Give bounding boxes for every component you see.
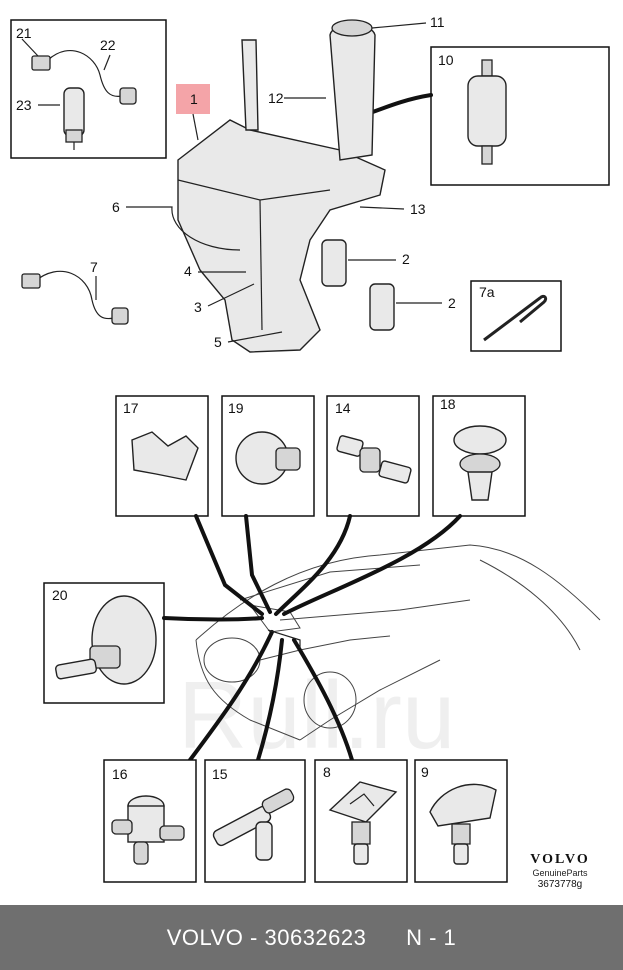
detail-box-10 xyxy=(430,46,610,186)
pump-motor-icon xyxy=(321,239,395,331)
callout-16: 16 xyxy=(112,766,128,782)
wire-harness-icon xyxy=(31,49,137,105)
callout-15: 15 xyxy=(212,766,228,782)
leader-8 xyxy=(371,22,427,29)
clip-icon xyxy=(131,431,199,481)
callout-11: 13 xyxy=(410,201,426,217)
leader-7 xyxy=(126,206,241,251)
callout-18: 18 xyxy=(440,396,456,412)
brand-logo: VOLVO xyxy=(530,852,590,867)
valve-tee-icon xyxy=(111,795,185,865)
connector-19 xyxy=(244,514,272,614)
connector-icon xyxy=(336,435,412,484)
leader-3 xyxy=(207,283,255,307)
callout-17: 17 xyxy=(123,400,139,416)
leader-1 xyxy=(192,113,199,141)
parts-diagram: Rull.ru 21 22 23 10 1 11 12 13 xyxy=(10,14,610,883)
footer-part-number: 30632623 xyxy=(264,924,367,950)
callout-7a: 7a xyxy=(479,284,495,300)
t-connector-icon xyxy=(212,788,295,861)
callout-7: 6 xyxy=(112,199,120,215)
callout-9: 12 xyxy=(268,90,284,106)
connector-20 xyxy=(162,616,264,622)
callout-21: 21 xyxy=(16,25,32,41)
footer-separator: - xyxy=(243,924,265,950)
callout-2b: 2 xyxy=(448,295,456,311)
car-outline-icon xyxy=(195,544,601,741)
callout-1-highlight xyxy=(176,84,210,114)
callout-2a: 2 xyxy=(402,251,410,267)
callout-14: 9 xyxy=(421,764,429,780)
callout-22: 22 xyxy=(100,37,116,53)
wire-harness-icon-5 xyxy=(21,270,129,325)
callout-3: 3 xyxy=(194,299,202,315)
callout-5: 7 xyxy=(90,259,98,275)
footer-gap xyxy=(366,925,406,951)
callout-12: 14 xyxy=(335,400,351,416)
detail-box-21-23 xyxy=(10,19,167,159)
brand-block: VOLVO GenuineParts 3673778g xyxy=(512,852,608,891)
washer-reservoir-icon xyxy=(177,19,386,353)
leader-6 xyxy=(227,331,283,343)
connector-12 xyxy=(274,514,352,616)
callout-19: 19 xyxy=(228,400,244,416)
callout-20: 20 xyxy=(52,587,68,603)
brand-subtitle-2: Parts xyxy=(566,868,588,878)
connector-15 xyxy=(256,638,284,762)
brand-subtitle: GenuineParts xyxy=(512,868,608,879)
grommet-icon xyxy=(235,431,301,485)
footer-brand: VOLVO xyxy=(166,924,244,950)
nozzle-icon xyxy=(328,781,398,865)
washer-pump-icon xyxy=(63,87,85,150)
jet-nozzle-icon xyxy=(429,783,497,865)
hose-icon xyxy=(483,294,548,342)
connector-17 xyxy=(194,514,264,616)
callout-10: 10 xyxy=(438,52,454,68)
leader-11 xyxy=(359,206,405,210)
connector-16 xyxy=(188,630,274,762)
filter-icon xyxy=(467,59,507,165)
connector-13 xyxy=(292,638,354,762)
leader-21 xyxy=(21,38,39,57)
callout-8: 11 xyxy=(430,14,445,30)
hose-route xyxy=(267,629,301,648)
callout-4: 4 xyxy=(184,263,192,279)
footer-bar: VOLVO - 30632623 N - 1 xyxy=(0,905,623,970)
brand-subtitle-1: Genuine xyxy=(532,868,567,878)
callout-6: 5 xyxy=(214,334,222,350)
callout-1: 1 xyxy=(190,91,198,107)
connector-18 xyxy=(282,514,462,616)
callout-13: 8 xyxy=(323,764,331,780)
diagram-code: 3673778g xyxy=(537,879,583,890)
footer-page: N - 1 xyxy=(406,924,457,950)
callout-23: 23 xyxy=(16,97,32,113)
check-valve-icon xyxy=(55,595,157,685)
leader-22 xyxy=(103,54,111,71)
hose-clip-icon xyxy=(453,425,507,501)
